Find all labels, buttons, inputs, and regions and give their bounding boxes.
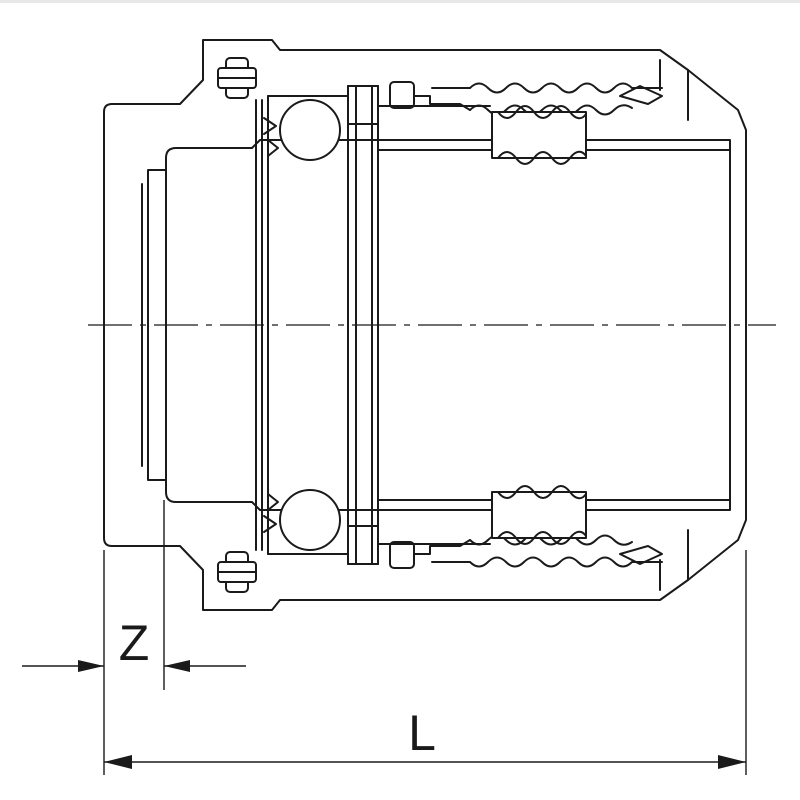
bearing-ball-top — [279, 99, 341, 161]
bearing-ball-bottom — [279, 489, 341, 551]
l-arrow-right — [718, 755, 746, 769]
inner-throat-outline — [165, 139, 731, 511]
l-arrow-left — [104, 755, 132, 769]
l-dimension-label: L — [408, 705, 436, 761]
dimension-z: Z — [22, 500, 246, 775]
z-arrow-right — [164, 660, 190, 672]
bottom-section-detail — [217, 485, 689, 593]
z-arrow-left — [78, 660, 104, 672]
header-strip — [0, 0, 800, 3]
z-dimension-label: Z — [119, 615, 150, 671]
top-section-detail — [217, 57, 689, 165]
dimension-l: L — [104, 550, 747, 775]
